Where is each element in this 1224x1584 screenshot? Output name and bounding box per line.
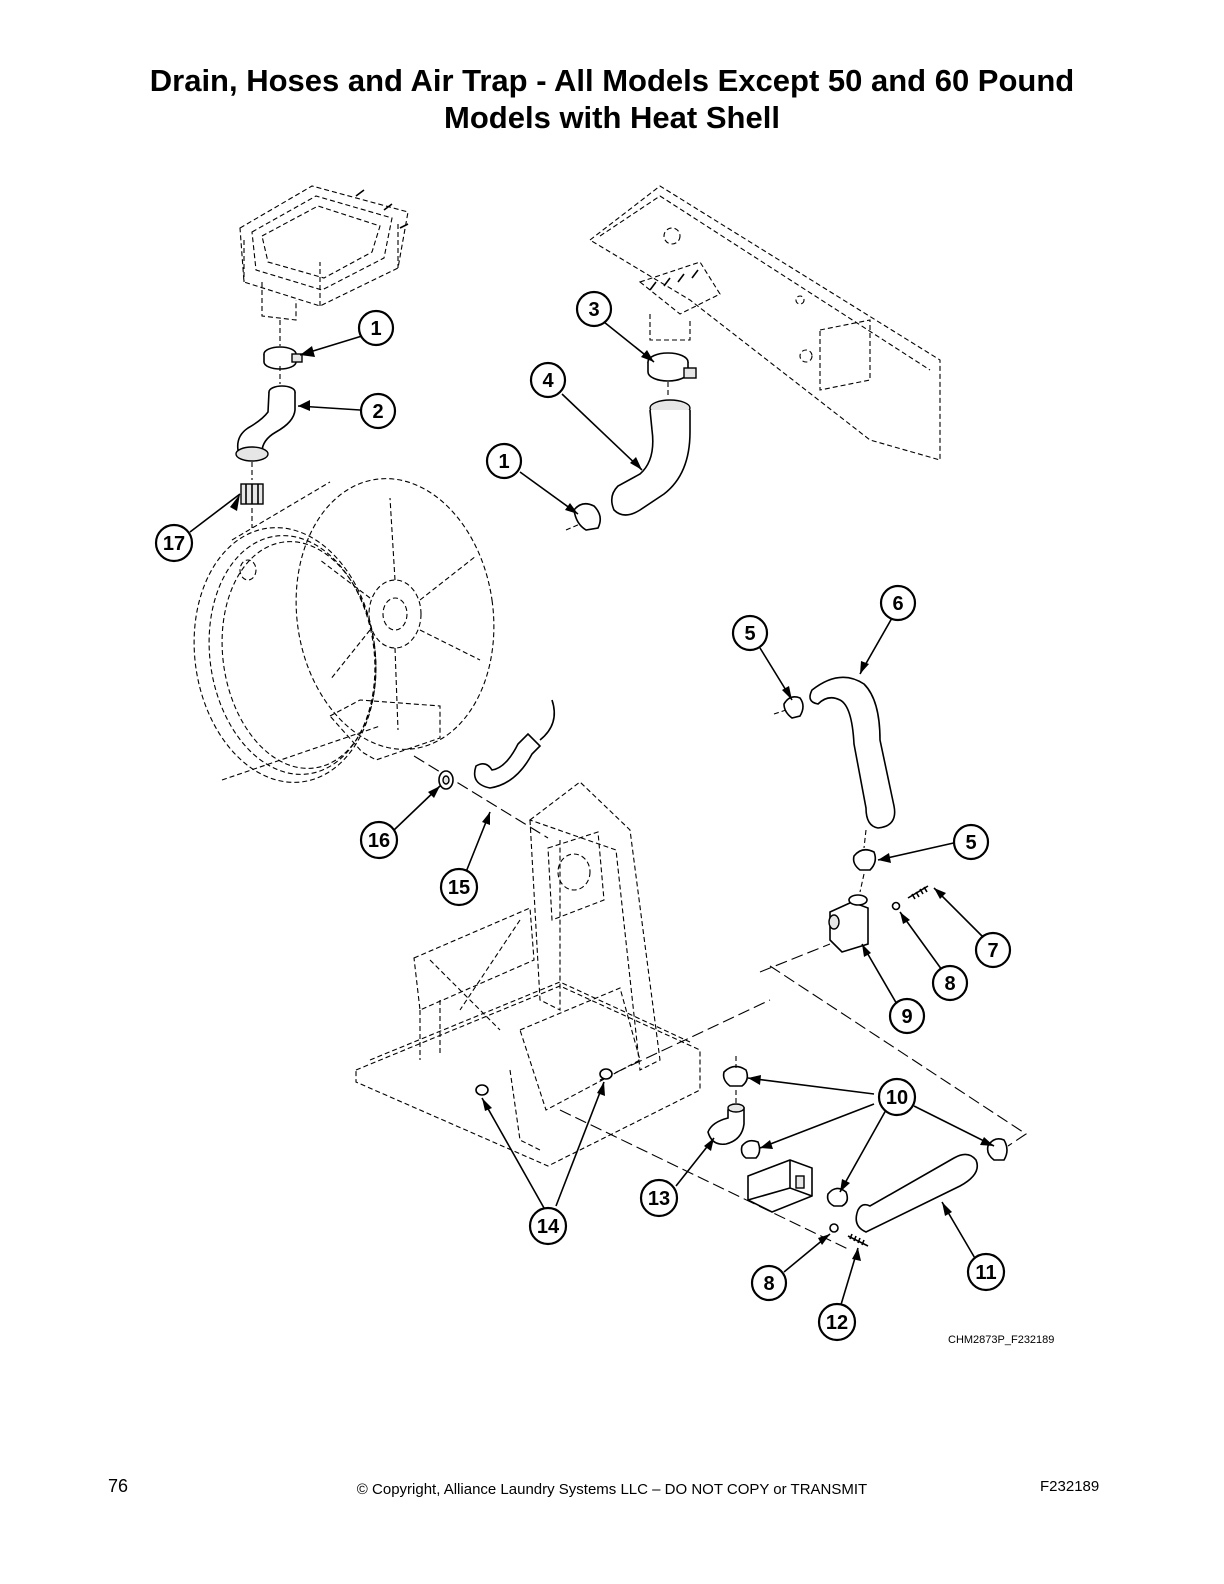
callout-4: 4 [529,361,567,399]
callout-12: 12 [817,1302,857,1342]
svg-text:14: 14 [537,1216,560,1238]
tee-fitting-part-9 [828,894,869,953]
clamp-part-10-upper [722,1056,749,1087]
coupling-part-17 [240,483,264,505]
svg-text:13: 13 [648,1188,670,1210]
document-id: F232189 [1040,1478,1100,1495]
svg-text:17: 17 [163,533,185,555]
svg-text:12: 12 [826,1312,848,1334]
drain-hose-part-15 [473,699,556,789]
callout-17: 17 [154,523,194,563]
callout-14: 14 [528,1206,568,1246]
svg-text:11: 11 [975,1262,996,1284]
svg-text:8: 8 [763,1273,774,1295]
svg-text:7: 7 [987,940,998,962]
svg-text:5: 5 [744,623,755,645]
washer-part-8-lower [829,1223,839,1233]
svg-text:2: 2 [372,401,383,423]
clamp-part-10-lower [826,1187,849,1207]
page-title: Drain, Hoses and Air Trap - All Models E… [0,62,1224,136]
leader-arrowheads [230,346,994,1261]
hose-part-11 [855,1153,979,1233]
svg-text:15: 15 [448,877,470,899]
callout-1-lower: 1 [485,442,523,480]
clamp-part-5-upper [773,696,804,719]
callout-16: 16 [359,820,399,860]
callout-1-upper: 1 [357,309,395,347]
elbow-part-13 [707,1103,745,1146]
callout-8-lower: 8 [750,1264,788,1302]
svg-text:10: 10 [886,1087,908,1109]
svg-text:9: 9 [901,1006,912,1028]
hose-clamp-part-3 [647,352,697,382]
svg-text:1: 1 [370,318,381,340]
hose-part-6 [809,676,896,829]
screw-part-12 [847,1233,869,1247]
drain-valve-body [747,1159,813,1213]
callout-15: 15 [439,867,479,907]
clamp-part-10-middle [740,1139,761,1159]
svg-text:5: 5 [965,832,976,854]
callout-13: 13 [639,1178,679,1218]
screw-part-7 [907,885,929,900]
callout-3: 3 [575,290,613,328]
callout-5-lower: 5 [952,823,990,861]
machine-base-frame [355,781,771,1167]
figure-reference-code: CHM2873P_F232189 [948,1334,1055,1346]
svg-text:3: 3 [588,299,599,321]
callout-5-upper: 5 [731,614,769,652]
hose-clamp-part-1 [263,346,303,370]
air-trap-box [239,185,409,346]
callout-9: 9 [888,997,926,1035]
hose-clamp-part-1-lower [565,502,602,531]
svg-text:4: 4 [542,370,554,392]
hose-clamp-part-16 [438,770,454,790]
rear-panel-assembly [589,185,941,461]
nut-part-14-left [475,1084,489,1096]
washer-part-8-upper [891,901,901,911]
callout-6: 6 [879,584,917,622]
svg-text:8: 8 [944,973,955,995]
callout-7: 7 [974,931,1012,969]
callout-11: 11 [966,1252,1006,1292]
svg-text:6: 6 [892,593,903,615]
outer-tub-drum [193,478,549,839]
callout-2: 2 [359,392,397,430]
svg-text:1: 1 [498,451,509,473]
title-line-2: Models with Heat Shell [444,100,780,135]
nut-part-14-right [599,1068,613,1080]
drain-hose-part-4 [610,399,691,516]
page-number: 76 [108,1476,129,1496]
svg-text:16: 16 [368,830,390,852]
callout-10: 10 [877,1077,917,1117]
copyright-notice: © Copyright, Alliance Laundry Systems LL… [356,1481,868,1498]
clamp-part-5-lower [852,848,877,871]
title-line-1: Drain, Hoses and Air Trap - All Models E… [149,63,1075,98]
drain-elbow-part-2 [235,385,296,462]
clamp-part-10-right [986,1138,1008,1161]
callout-8-upper: 8 [931,964,969,1002]
